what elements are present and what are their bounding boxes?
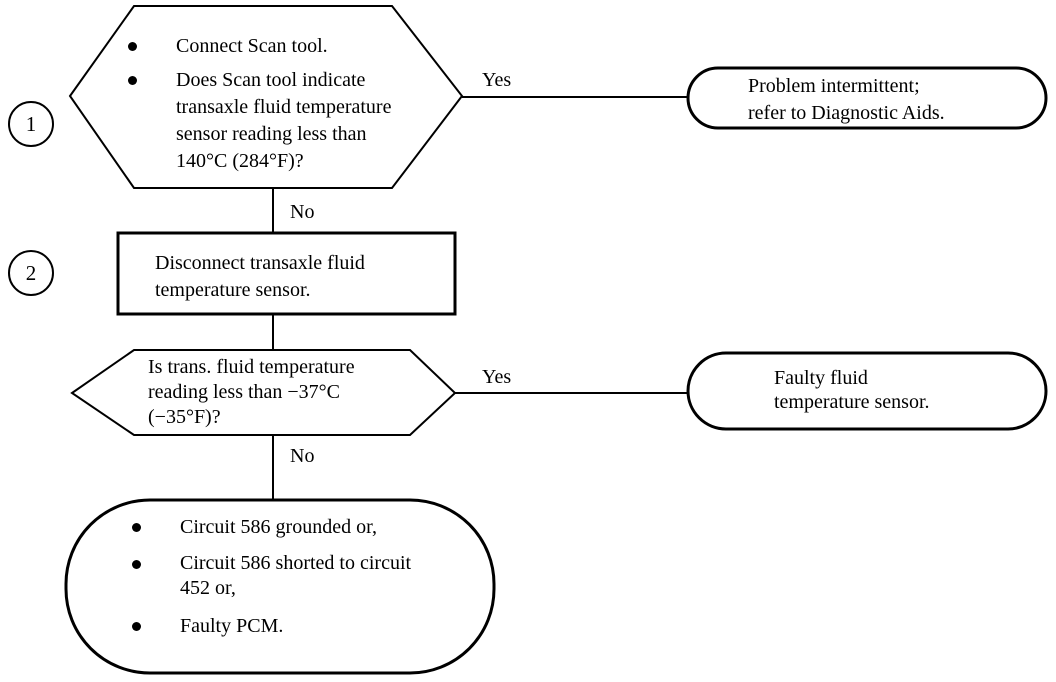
- step1-bullet-1: Connect Scan tool.: [176, 35, 328, 57]
- yes-label-2: Yes: [482, 366, 512, 388]
- result-oval-1: [686, 66, 1048, 130]
- result-3-bullet-2: Circuit 586 shorted to circuit 452 or,: [180, 552, 412, 599]
- bullet-icon: [128, 42, 137, 51]
- result-3-bullet-1: Circuit 586 grounded or,: [180, 516, 377, 538]
- no-label-1: No: [290, 201, 315, 223]
- yes-label-1: Yes: [482, 69, 512, 91]
- step-number-1: 1: [25, 112, 37, 136]
- bullet-icon: [132, 622, 141, 631]
- bullet-icon: [132, 523, 141, 532]
- step-circle-1: [8, 101, 54, 147]
- no-label-2: No: [290, 445, 315, 467]
- decision-2-text: Is trans. fluid temperature reading less…: [148, 356, 355, 428]
- step-number-2: 2: [25, 261, 37, 285]
- result-rounded-box: [64, 498, 496, 675]
- action-box: [116, 231, 457, 316]
- step-circle-2: [8, 250, 54, 296]
- result-3-bullet-3: Faulty PCM.: [180, 615, 284, 637]
- bullet-icon: [132, 560, 141, 569]
- step1-bullet-2: Does Scan tool indicate transaxle fluid …: [176, 69, 392, 172]
- action-text: Disconnect transaxle fluid temperature s…: [155, 252, 365, 301]
- result-oval-2: [686, 351, 1048, 431]
- bullet-icon: [128, 76, 137, 85]
- result-1-text: Problem intermittent; refer to Diagnosti…: [748, 75, 945, 124]
- result-2-text: Faulty fluid temperature sensor.: [774, 367, 930, 413]
